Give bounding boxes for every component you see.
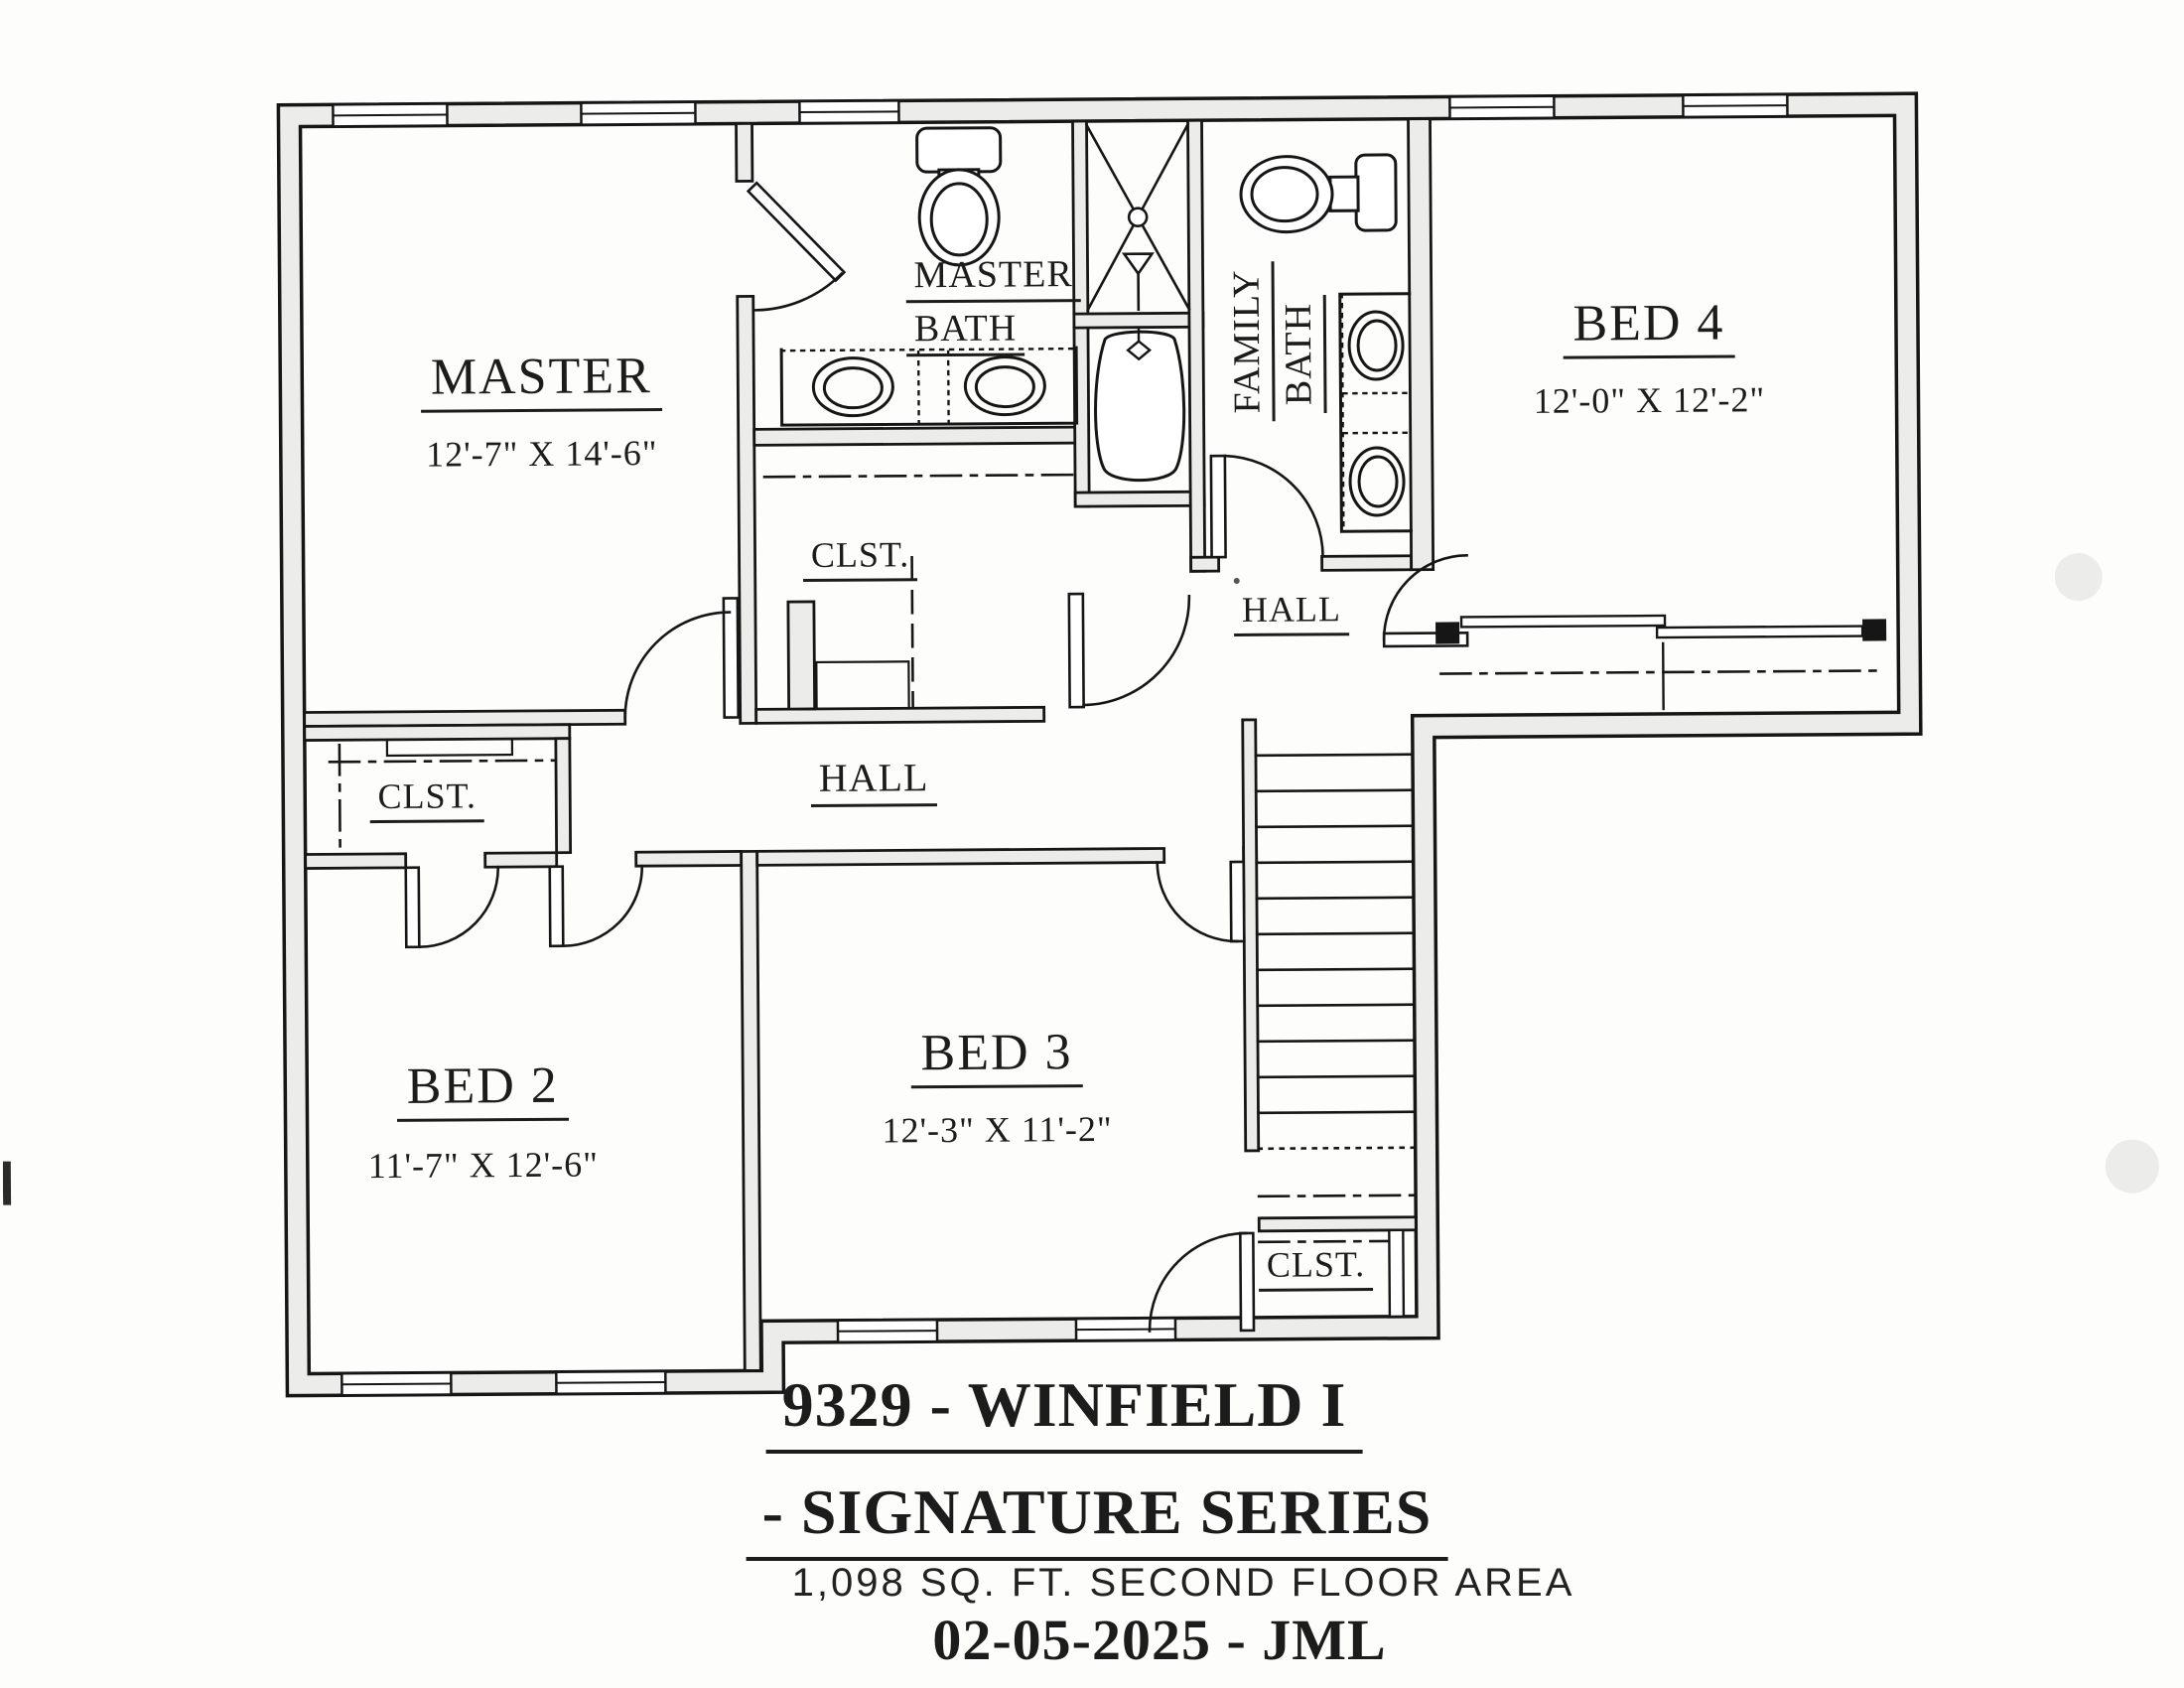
door-bed2 — [548, 864, 644, 948]
title-plan-number: 9329 - WINFIELD I — [765, 1368, 1363, 1454]
door-bed3 — [1156, 860, 1246, 943]
door-master-bath-entry — [746, 181, 847, 312]
label-family-bath-2: BATH — [1276, 294, 1327, 414]
label-family-bath-1: FAMILY — [1224, 261, 1276, 422]
toilet-master-bath — [915, 126, 1003, 267]
title-series: - SIGNATURE SERIES — [746, 1476, 1448, 1561]
label-clst-master: CLST. — [802, 533, 918, 583]
toilet-family-bath — [1239, 153, 1398, 234]
closet-rods — [328, 473, 1389, 1244]
title-date: 02-05-2025 - JML — [932, 1608, 1387, 1672]
exterior-walls — [276, 91, 1923, 1398]
label-master-bath-2: BATH — [905, 306, 1025, 357]
label-master: MASTER — [420, 347, 663, 413]
label-clst-bed2: CLST. — [369, 774, 485, 824]
label-bed4-dims: 12'-0" X 12'-2" — [1533, 379, 1766, 421]
title-area: 1,098 SQ. FT. SECOND FLOOR AREA — [791, 1561, 1575, 1605]
label-hall-upper: HALL — [1233, 588, 1350, 636]
windows — [332, 92, 1789, 1397]
shower — [1084, 122, 1191, 312]
label-clst-lower: CLST. — [1258, 1243, 1374, 1292]
door-family-bath — [1209, 454, 1324, 559]
door-bed2-closet — [404, 865, 500, 949]
label-bed2: BED 2 — [396, 1055, 570, 1122]
label-hall-lower: HALL — [810, 754, 937, 807]
scan-artifacts — [2, 553, 2159, 1205]
bed4-closet — [1435, 614, 1887, 711]
label-bed3: BED 3 — [910, 1023, 1083, 1089]
vanity-master-bath — [779, 346, 1079, 427]
door-lower-closet — [1148, 1231, 1256, 1333]
label-master-bath-1: MASTER — [905, 252, 1081, 304]
bathtub — [1094, 326, 1186, 483]
label-bed2-dims: 11'-7" X 12'-6" — [367, 1144, 599, 1187]
vanity-family-bath — [1338, 292, 1413, 533]
label-bed4: BED 4 — [1563, 293, 1735, 359]
label-bed3-dims: 12'-3" X 11'-2" — [882, 1108, 1113, 1151]
door-master — [623, 597, 741, 720]
label-master-dims: 12'-7" X 14'-6" — [426, 433, 658, 475]
stairs — [1254, 753, 1418, 1319]
door-walkway — [1067, 592, 1191, 709]
